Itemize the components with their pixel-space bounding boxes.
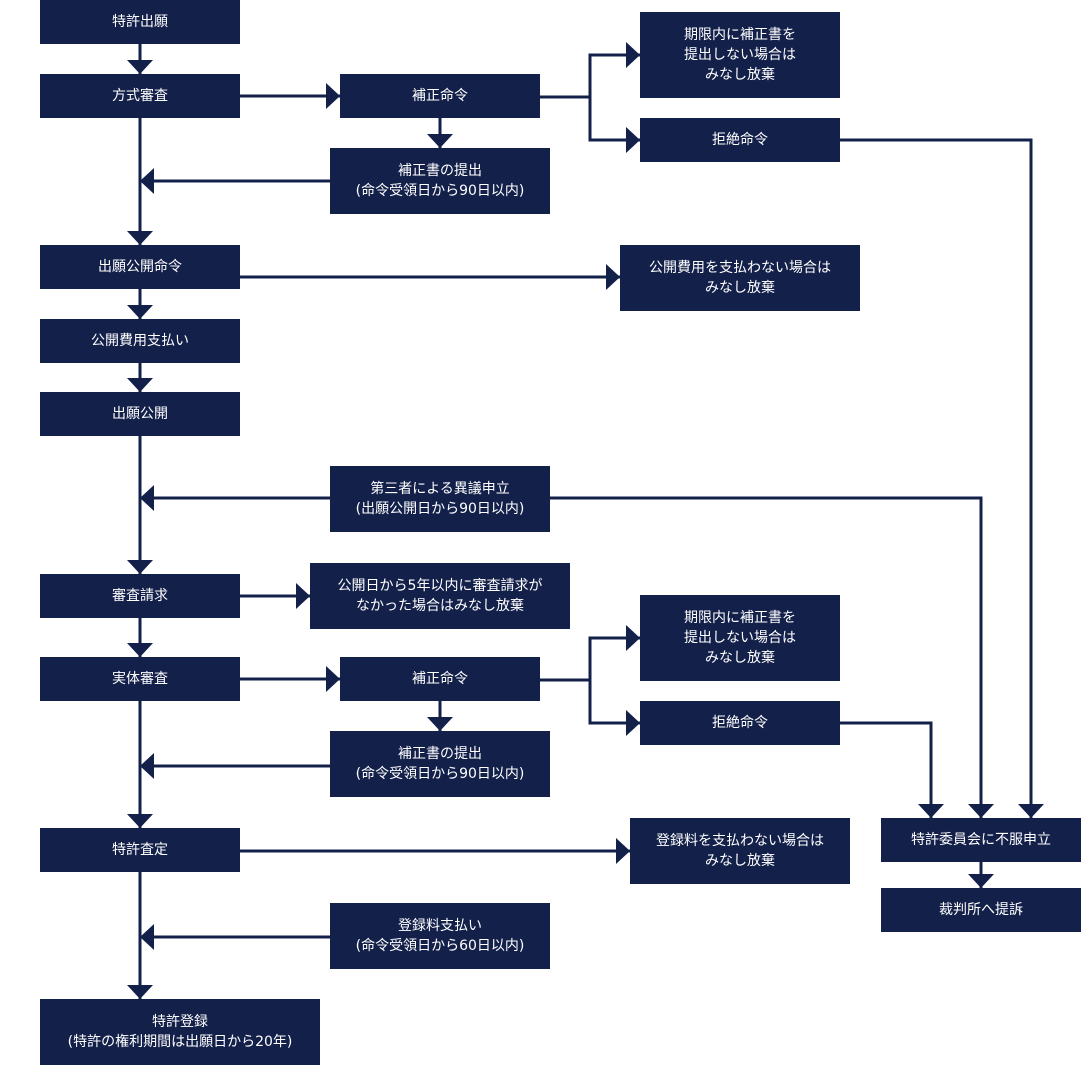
arrowhead bbox=[626, 710, 640, 736]
node-text-line: 補正書の提出 bbox=[398, 746, 482, 762]
arrowhead bbox=[127, 985, 153, 999]
node-text-line: みなし放棄 bbox=[705, 853, 775, 869]
connector-arrow bbox=[588, 680, 640, 725]
arrowhead bbox=[140, 753, 154, 779]
arrowhead bbox=[626, 625, 640, 651]
node-registration-fee-unpaid: 登録料を支払わない場合はみなし放棄 bbox=[630, 818, 850, 884]
node-text-line: 提出しない場合は bbox=[684, 47, 796, 63]
node-text-line: 特許査定 bbox=[112, 842, 168, 858]
connector-arrow bbox=[550, 496, 983, 818]
node-text-line: 特許委員会に不服申立 bbox=[911, 832, 1051, 848]
arrowhead bbox=[1018, 804, 1044, 818]
node-publication-order: 出願公開命令 bbox=[40, 245, 240, 289]
arrowhead bbox=[127, 643, 153, 657]
arrowhead bbox=[606, 264, 620, 290]
node-court-appeal: 裁判所へ提訴 bbox=[881, 888, 1081, 932]
node-exam-request: 審査請求 bbox=[40, 574, 240, 618]
arrowhead bbox=[616, 838, 630, 864]
node-deemed-withdrawal-1: 期限内に補正書を提出しない場合はみなし放棄 bbox=[640, 12, 840, 98]
node-text-line: 登録料を支払わない場合は bbox=[656, 833, 824, 849]
arrowhead bbox=[427, 717, 453, 731]
node-text-line: 公開費用支払い bbox=[91, 333, 189, 349]
arrowhead bbox=[140, 485, 154, 511]
arrowhead bbox=[127, 60, 153, 74]
node-filing: 特許出願 bbox=[40, 0, 240, 44]
node-patent-decision: 特許査定 bbox=[40, 828, 240, 872]
node-substantive-exam: 実体審査 bbox=[40, 657, 240, 701]
node-text-line: 公開費用を支払わない場合は bbox=[649, 260, 831, 276]
arrowhead bbox=[326, 666, 340, 692]
node-text-line: 特許登録 bbox=[152, 1014, 208, 1030]
node-text-line: 補正書の提出 bbox=[398, 163, 482, 179]
connector-arrow bbox=[588, 636, 640, 680]
arrowhead bbox=[127, 378, 153, 392]
arrowhead bbox=[140, 924, 154, 950]
arrowhead bbox=[296, 583, 310, 609]
node-publication-fee-unpaid: 公開費用を支払わない場合はみなし放棄 bbox=[620, 245, 860, 311]
arrowhead bbox=[127, 231, 153, 245]
arrowhead bbox=[626, 127, 640, 153]
node-text-line: (命令受領日から90日以内) bbox=[355, 183, 525, 199]
node-rejection-order-2: 拒絶命令 bbox=[640, 701, 840, 745]
node-rejection-order-1: 拒絶命令 bbox=[640, 118, 840, 162]
connector-arrow bbox=[588, 97, 640, 142]
node-text-line: 期限内に補正書を bbox=[684, 27, 796, 43]
node-text-line: みなし放棄 bbox=[705, 280, 775, 296]
node-text-line: (命令受領日から90日以内) bbox=[355, 766, 525, 782]
node-text-line: 特許出願 bbox=[112, 14, 168, 30]
node-text-line: 公開日から5年以内に審査請求が bbox=[337, 578, 543, 594]
arrowhead bbox=[918, 804, 944, 818]
node-publication-fee-payment: 公開費用支払い bbox=[40, 319, 240, 363]
connector-arrow bbox=[840, 721, 933, 818]
arrowhead bbox=[427, 134, 453, 148]
node-text-line: みなし放棄 bbox=[705, 650, 775, 666]
node-text-line: 補正命令 bbox=[412, 88, 468, 104]
node-text-line: (出願公開日から90日以内) bbox=[355, 501, 525, 517]
arrowhead bbox=[968, 874, 994, 888]
connector-arrow bbox=[588, 53, 640, 97]
node-amend-order-1: 補正命令 bbox=[340, 74, 540, 118]
node-text-line: 提出しない場合は bbox=[684, 630, 796, 646]
node-amendment-submission-1: 補正書の提出 (命令受領日から90日以内) bbox=[330, 148, 550, 214]
node-registration-fee-payment: 登録料支払い (命令受領日から60日以内) bbox=[330, 903, 550, 969]
node-text-line: 審査請求 bbox=[112, 588, 168, 604]
node-text-line: 第三者による異議申立 bbox=[370, 481, 510, 497]
node-publication: 出願公開 bbox=[40, 392, 240, 436]
node-text-line: 出願公開 bbox=[112, 406, 168, 422]
node-text-line: 補正命令 bbox=[412, 671, 468, 687]
node-text-line: (命令受領日から60日以内) bbox=[355, 938, 525, 954]
node-text-line: みなし放棄 bbox=[705, 67, 775, 83]
node-text-line: 方式審査 bbox=[112, 88, 168, 104]
node-formal-exam: 方式審査 bbox=[40, 74, 240, 118]
node-deemed-withdrawal-2: 期限内に補正書を提出しない場合はみなし放棄 bbox=[640, 595, 840, 681]
node-text-line: 拒絶命令 bbox=[712, 715, 768, 731]
arrowhead bbox=[326, 83, 340, 109]
arrowhead bbox=[140, 168, 154, 194]
arrowhead bbox=[626, 42, 640, 68]
node-text-line: 登録料支払い bbox=[398, 918, 482, 934]
node-text-line: 拒絶命令 bbox=[712, 132, 768, 148]
arrowhead bbox=[968, 804, 994, 818]
arrowhead bbox=[127, 560, 153, 574]
node-text-line: なかった場合はみなし放棄 bbox=[356, 598, 524, 614]
connector-arrow bbox=[840, 138, 1033, 818]
node-appeal-committee: 特許委員会に不服申立 bbox=[881, 818, 1081, 862]
arrowhead bbox=[127, 305, 153, 319]
node-text-line: 出願公開命令 bbox=[98, 259, 182, 275]
node-text-line: 裁判所へ提訴 bbox=[939, 902, 1023, 918]
node-amend-order-2: 補正命令 bbox=[340, 657, 540, 701]
node-text-line: (特許の権利期間は出願日から20年) bbox=[67, 1034, 293, 1050]
node-amendment-submission-2: 補正書の提出 (命令受領日から90日以内) bbox=[330, 731, 550, 797]
node-text-line: 期限内に補正書を bbox=[684, 610, 796, 626]
node-text-line: 実体審査 bbox=[112, 671, 168, 687]
node-patent-registration: 特許登録 (特許の権利期間は出願日から20年) bbox=[40, 999, 320, 1065]
node-third-party-opposition: 第三者による異議申立 (出願公開日から90日以内) bbox=[330, 466, 550, 532]
node-exam-request-deadline: 公開日から5年以内に審査請求がなかった場合はみなし放棄 bbox=[310, 563, 570, 629]
arrowhead bbox=[127, 814, 153, 828]
